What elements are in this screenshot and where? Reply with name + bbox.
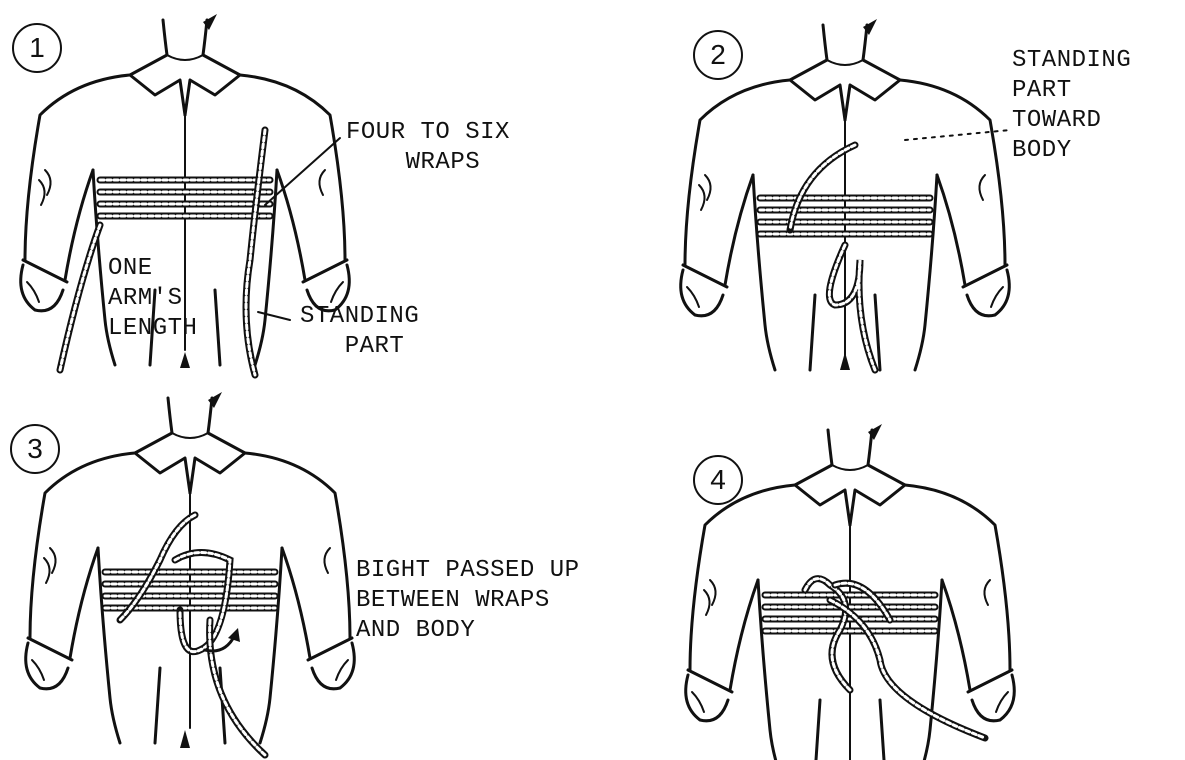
- label-four-to-six-wraps: FOUR TO SIX WRAPS: [346, 118, 510, 178]
- label-bight-passed-up: BIGHT PASSED UP BETWEEN WRAPS AND BODY: [356, 556, 580, 646]
- step-number-3: 3: [10, 424, 60, 474]
- step-number-1: 1: [12, 23, 62, 73]
- label-standing-part: STANDING PART: [300, 302, 419, 362]
- label-one-arms-length: ONE ARM'S LENGTH: [108, 254, 197, 344]
- standing-part-pointer-line: [258, 312, 290, 320]
- step-number-2: 2: [693, 30, 743, 80]
- step-number-4: 4: [693, 455, 743, 505]
- label-standing-part-toward-body: STANDING PART TOWARD BODY: [1012, 46, 1131, 166]
- figure-step-3: [26, 392, 355, 755]
